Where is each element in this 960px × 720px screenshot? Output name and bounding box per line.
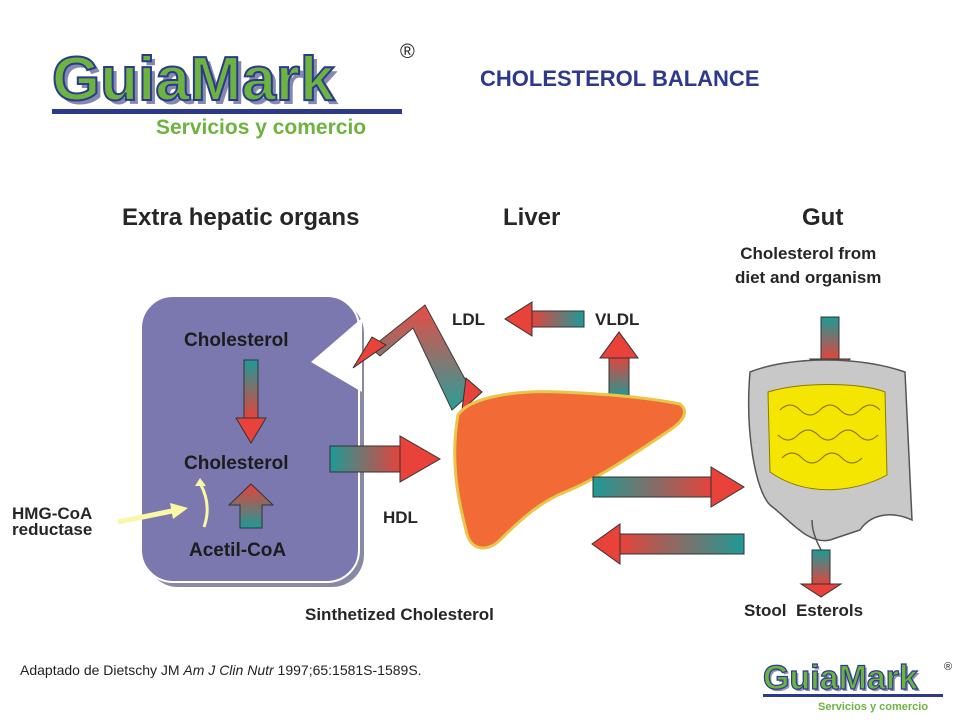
heading-liver: Liver (503, 204, 561, 231)
arrow-gut-to-stool (799, 549, 843, 598)
citation-prefix: Adaptado de Dietschy JM (20, 662, 184, 678)
logo-shadow: GuiaMark (56, 49, 339, 118)
citation-journal: Am J Clin Nutr (183, 662, 274, 678)
arrow-vldl-to-ldl (504, 301, 585, 337)
arrow-ldl-to-box (352, 304, 483, 412)
registered-mark-bottom: ® (944, 661, 952, 673)
arrow-liver-to-gut (592, 466, 745, 508)
hdl-label: HDL (383, 508, 418, 527)
diet-line1: Cholesterol from (740, 244, 877, 263)
hmg-pointer-head (170, 503, 188, 519)
diet-label: Cholesterol from diet and organism (735, 242, 881, 290)
box-cholesterol-top: Cholesterol (184, 330, 289, 351)
hmg-coa-label: HMG-CoA reductase (12, 504, 93, 539)
guiamark-logo-bottom: GuiaMark GuiaMark ® Servicios y comercio (762, 658, 952, 713)
synthetized-label: Sinthetized Cholesterol (305, 605, 494, 624)
registered-mark: ® (400, 41, 415, 63)
logo-bottom-shadow: GuiaMark (765, 661, 920, 699)
liver-organ (453, 390, 686, 550)
hmg-pointer (117, 508, 173, 525)
hmg-coa-line2: reductase (12, 520, 93, 539)
logo-underline (52, 109, 402, 114)
arrow-acetil-up (227, 483, 275, 529)
guiamark-logo-top: GuiaMark GuiaMark ® Servicios y comercio (51, 41, 415, 139)
vldl-label: VLDL (595, 310, 640, 329)
logo-bottom-underline (763, 694, 943, 697)
box-acetil-coa: Acetil-CoA (189, 540, 287, 561)
ldl-label: LDL (452, 310, 486, 329)
hmg-coa-line1: HMG-CoA (12, 504, 93, 523)
citation: Adaptado de Dietschy JM Am J Clin Nutr 1… (20, 662, 422, 678)
logo-bottom-wordmark: GuiaMark (763, 659, 918, 697)
curved-arrow (198, 482, 209, 528)
arrow-hdl (329, 435, 442, 483)
logo-tagline: Servicios y comercio (156, 116, 366, 139)
logo-bottom-tagline: Servicios y comercio (818, 701, 928, 713)
logo-wordmark: GuiaMark (52, 45, 335, 114)
stool-label: Stool Esterols (744, 601, 864, 620)
diet-line2: diet and organism (735, 268, 882, 287)
arrow-gut-to-liver (591, 523, 745, 565)
page-title: CHOLESTEROL BALANCE (480, 66, 760, 91)
citation-suffix: 1997;65:1581S-1589S. (273, 662, 422, 678)
heading-gut: Gut (802, 204, 844, 231)
arrow-liver-to-vldl (599, 331, 639, 399)
box-cholesterol-mid: Cholesterol (184, 453, 289, 474)
curved-arrow-head (195, 478, 206, 486)
arrow-cholesterol-down (235, 359, 267, 444)
box-notch (311, 318, 362, 392)
heading-extra-hepatic: Extra hepatic organs (122, 204, 360, 231)
intestine-organ (747, 359, 913, 556)
